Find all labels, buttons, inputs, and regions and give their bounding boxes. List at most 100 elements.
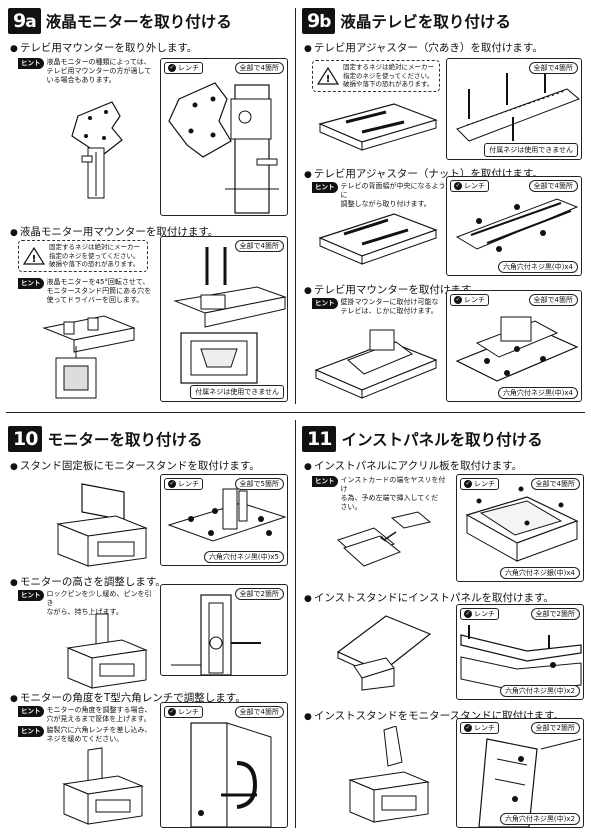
s9b-hint2: ヒント テレビの背面幅が中央になるように 調整しながら取り付けます。 (312, 182, 452, 209)
height-adjust-illustration (62, 610, 152, 690)
svg-text:!: ! (326, 74, 331, 85)
s9a-hint2: ヒント 液晶モニターを45°回転させて、 モニタースタンド円筒にある穴を 使って… (18, 278, 158, 305)
wrench-tag: ✓レンチ (450, 294, 489, 306)
vertical-divider-top (295, 8, 296, 404)
hint-tag: ヒント (18, 726, 44, 737)
hint-tag: ヒント (312, 182, 338, 193)
tv-mounter-illustration (60, 96, 140, 206)
section-10-number: 10 (8, 426, 43, 452)
s9a-detail-1: ✓レンチ 全部で4箇所 (160, 58, 288, 216)
s9a-caution: ! 固定するネジは絶対にメーカー 指定のネジを使ってください。 破損や落下の恐れ… (18, 240, 148, 272)
wrench-tag: ✓レンチ (460, 608, 499, 620)
screw-tag: 六角穴付ネジ黒(中)x5 (203, 551, 284, 563)
hint-tag: ヒント (18, 278, 44, 289)
count-tag: 全部で4箇所 (528, 294, 578, 306)
angle-adjust-illustration (58, 746, 148, 826)
s9b-detail-1: 全部で4箇所 付属ネジは使用できません (446, 58, 582, 160)
s10-detail-3: ✓レンチ 全部で4箇所 (160, 702, 288, 828)
section-11-number: 11 (302, 426, 337, 452)
s10-detail-1: ✓レンチ 全部で5箇所 六角穴付ネジ黒(中)x5 (160, 474, 288, 566)
s11-step2: インストスタンドにインストパネルを取付けます。 (304, 590, 554, 605)
wrench-icon: ✓ (464, 480, 472, 488)
screw-tag: 六角穴付ネジ銀(中)x4 (499, 567, 580, 579)
hint-text: 液晶モニターの種類によっては、 テレビ用マウンターの方が適して いる場合もありま… (46, 58, 152, 84)
acrylic-plate-illustration (334, 510, 434, 574)
wrench-icon: ✓ (464, 724, 472, 732)
screw-tag: 六角穴付ネジ黒(中)x4 (497, 387, 578, 399)
wrench-icon: ✓ (464, 610, 472, 618)
wrench-icon: ✓ (168, 480, 176, 488)
note-tag: 付属ネジは使用できません (484, 143, 578, 157)
wrench-tag: ✓レンチ (460, 722, 499, 734)
horizontal-divider (6, 412, 585, 413)
s9b-detail-3: ✓レンチ 全部で4箇所 六角穴付ネジ黒(中)x4 (446, 290, 582, 402)
count-tag: 全部で4箇所 (234, 62, 284, 74)
section-10-title: モニターを取り付ける (47, 431, 203, 449)
screw-tag: 六角穴付ネジ黒(中)x2 (499, 813, 580, 825)
vertical-divider-bottom (295, 420, 296, 828)
count-tag: 全部で4箇所 (234, 240, 284, 252)
inst-stand-illustration (344, 726, 434, 826)
screw-tag: 六角穴付ネジ黒(中)x4 (497, 261, 578, 273)
svg-text:!: ! (32, 254, 37, 265)
s9b-hint3: ヒント 壁掛マウンターに取付け可能な テレビは、じかに取付けます。 (312, 298, 452, 316)
hint-text: インストカードの端をヤスリを付け る為、予め左端で挿入してくだ さい。 (340, 476, 446, 511)
caution-text: 固定するネジは絶対にメーカー 指定のネジを使ってください。 破損や落下の恐れがあ… (343, 63, 434, 89)
hint-text: 壁掛マウンターに取付け可能な テレビは、じかに取付けます。 (340, 298, 439, 315)
s9a-detail-2: 全部で4箇所 付属ネジは使用できません (160, 236, 288, 402)
s10-hint2: ヒント ロックピンを少し緩め、ピンを引き ながら、持ち上げます。 (18, 590, 158, 617)
hint-tag: ヒント (18, 58, 44, 69)
section-9a-title: 液晶モニターを取り付ける (45, 13, 232, 31)
s11-detail-1: ✓レンチ 全部で4箇所 六角穴付ネジ銀(中)x4 (456, 474, 584, 582)
wrench-icon: ✓ (168, 64, 176, 72)
hint-tag: ヒント (18, 706, 44, 717)
section-11-header: 11 インストパネルを取り付ける (302, 426, 543, 452)
wrench-icon: ✓ (168, 708, 176, 716)
section-10-header: 10 モニターを取り付ける (8, 426, 202, 452)
section-9b-number: 9b (302, 8, 336, 34)
wrench-tag: ✓レンチ (164, 478, 203, 490)
monitor-mounter-illustration (34, 306, 144, 402)
s9a-hint1: ヒント 液晶モニターの種類によっては、 テレビ用マウンターの方が適して いる場合… (18, 58, 158, 85)
hint-tag: ヒント (18, 590, 44, 601)
wrench-icon: ✓ (454, 296, 462, 304)
s10-detail-2: 全部で2箇所 (160, 584, 288, 676)
section-9a-number: 9a (8, 8, 41, 34)
count-tag: 全部で2箇所 (530, 722, 580, 734)
hint-text: モニターの角度を調整する場合、 穴が見えるまで筐体を上げます。 (46, 706, 152, 723)
count-tag: 全部で2箇所 (234, 588, 284, 600)
count-tag: 全部で4箇所 (234, 706, 284, 718)
count-tag: 全部で2箇所 (530, 608, 580, 620)
hint-text: 液晶モニターを45°回転させて、 モニタースタンド円筒にある穴を 使ってドライバ… (46, 278, 152, 304)
s9a-step1: テレビ用マウンターを取り外します。 (10, 40, 197, 55)
s11-detail-3: ✓レンチ 全部で2箇所 六角穴付ネジ黒(中)x2 (456, 718, 584, 828)
wrench-icon: ✓ (454, 182, 462, 190)
hint-text: ロックピンを少し緩め、ピンを引き ながら、持ち上げます。 (46, 590, 152, 616)
s9b-step3: テレビ用マウンターを取付けます。 (304, 282, 481, 297)
s11-step1: インストパネルにアクリル板を取付けます。 (304, 458, 522, 473)
s10-step1: スタンド固定板にモニタースタンドを取付けます。 (10, 458, 260, 473)
tv-back-adjuster-illustration (316, 100, 440, 164)
s9a-step2: 液晶モニター用マウンターを取付けます。 (10, 224, 218, 239)
caution-text: 固定するネジは絶対にメーカー 指定のネジを使ってください。 破損や落下の恐れがあ… (49, 243, 140, 269)
s10-step3: モニターの角度をT型六角レンチで調整します。 (10, 690, 246, 705)
screw-tag: 六角穴付ネジ黒(中)x2 (499, 685, 580, 697)
tv-adjuster-nut-illustration (316, 208, 440, 278)
s10-hint3a: ヒント モニターの角度を調整する場合、 穴が見えるまで筐体を上げます。 (18, 706, 158, 724)
s10-step2: モニターの高さを調整します。 (10, 574, 166, 589)
s9b-detail-2: ✓レンチ 全部で4箇所 六角穴付ネジ黒(中)x4 (446, 176, 582, 276)
wrench-tag: ✓レンチ (164, 62, 203, 74)
count-tag: 全部で4箇所 (528, 62, 578, 74)
count-tag: 全部で4箇所 (530, 478, 580, 490)
wrench-tag: ✓レンチ (460, 478, 499, 490)
warning-icon: ! (23, 247, 45, 265)
s9b-caution: ! 固定するネジは絶対にメーカー 指定のネジを使ってください。 破損や落下の恐れ… (312, 60, 440, 92)
s11-detail-2: ✓レンチ 全部で2箇所 六角穴付ネジ黒(中)x2 (456, 604, 584, 700)
count-tag: 全部で4箇所 (528, 180, 578, 192)
s9b-step1: テレビ用アジャスター（穴あき）を取付けます。 (304, 40, 543, 55)
hint-tag: ヒント (312, 476, 338, 487)
tv-mounter-attach-illustration (312, 320, 440, 402)
section-9b-title: 液晶テレビを取り付ける (340, 13, 511, 31)
section-11-title: インストパネルを取り付ける (341, 431, 543, 449)
stand-illustration (52, 478, 152, 568)
